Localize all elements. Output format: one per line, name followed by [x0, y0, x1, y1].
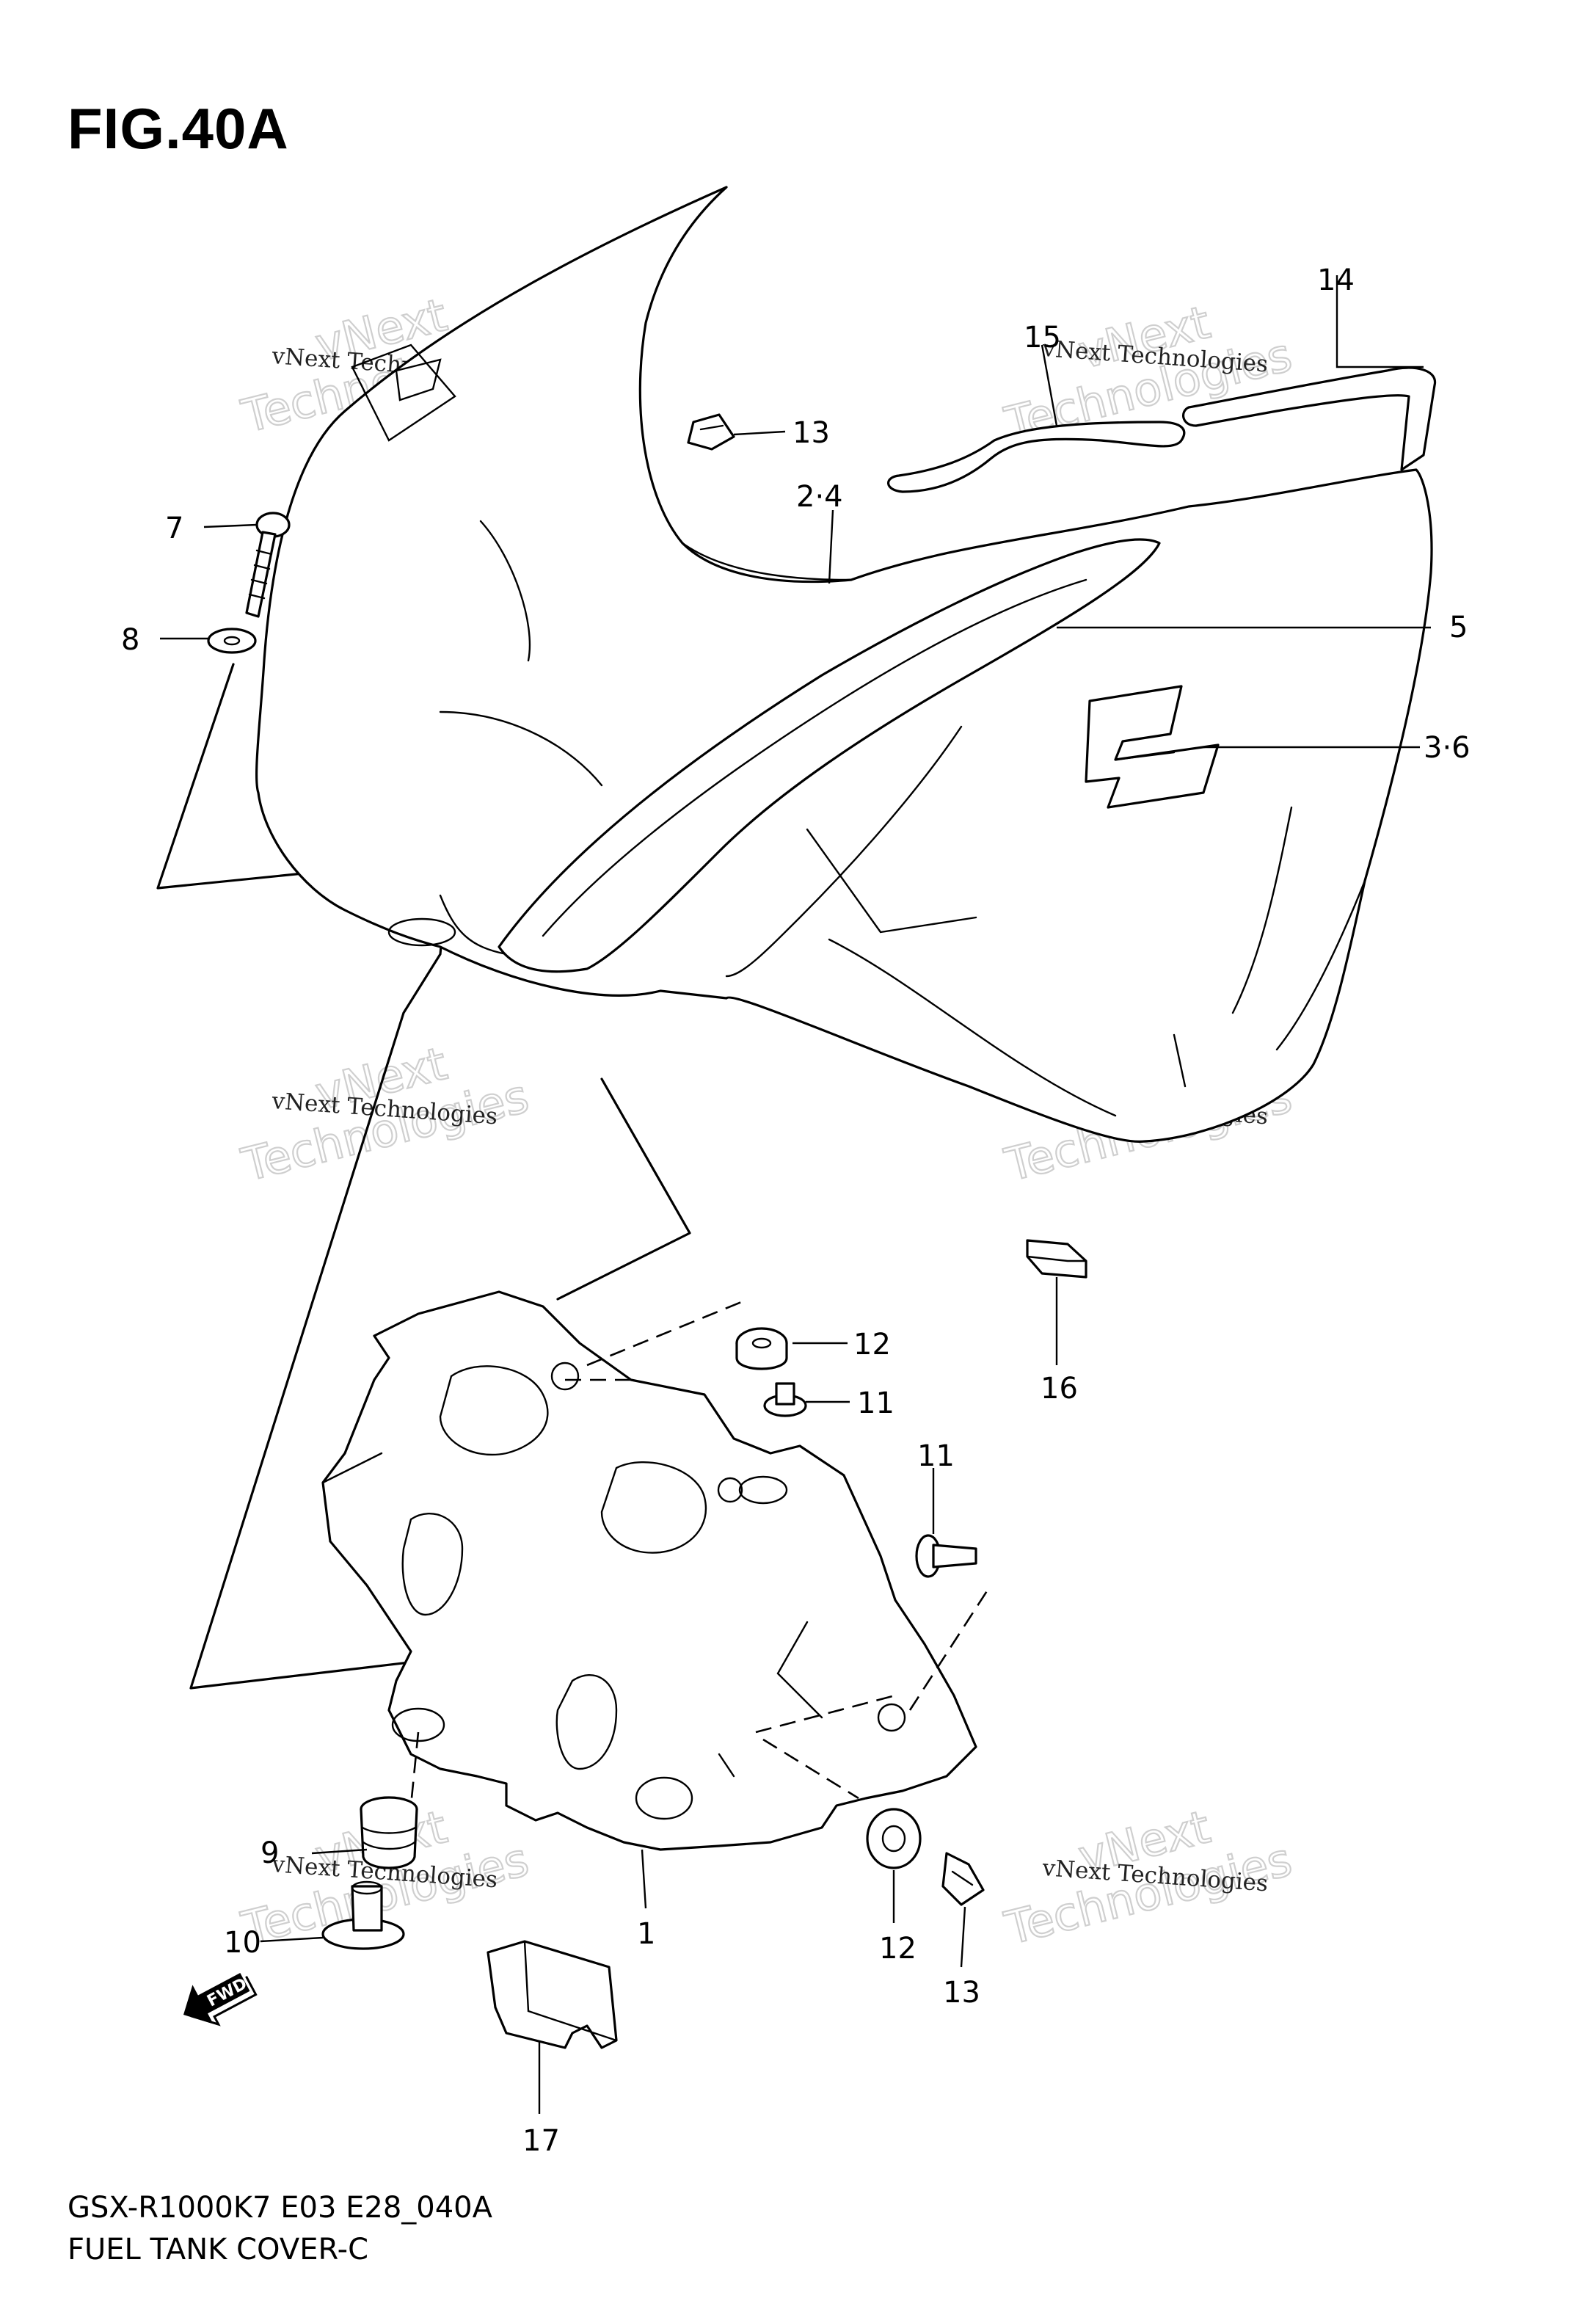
part-inner-frame [321, 1290, 977, 1851]
callout-8: 8 [121, 623, 139, 657]
part-grommet-9 [360, 1796, 418, 1869]
callout-5: 5 [1449, 611, 1468, 644]
callout-11-right: 11 [917, 1439, 955, 1473]
callout-15: 15 [1024, 321, 1061, 355]
part-decal-14 [1182, 366, 1437, 471]
model-code: GSX-R1000K7 E03 E28_040A [68, 2191, 492, 2225]
callout-7: 7 [165, 512, 183, 545]
callout-2-4: 2·4 [796, 480, 843, 514]
callout-14: 14 [1317, 263, 1355, 297]
callout-10: 10 [224, 1926, 261, 1960]
part-screw-11-upper [763, 1382, 807, 1417]
callout-3-6: 3·6 [1424, 731, 1471, 765]
fwd-direction-arrow: FWD [183, 1973, 258, 2026]
leader-lines [160, 275, 1431, 2114]
callout-9: 9 [260, 1836, 279, 1870]
callout-1: 1 [637, 1917, 655, 1951]
part-clip-13-lower [941, 1852, 985, 1906]
callout-16: 16 [1041, 1372, 1078, 1406]
callout-12-upper: 12 [853, 1328, 891, 1362]
part-rubber-block-17 [487, 1940, 618, 2049]
part-screw-11-right [915, 1534, 977, 1578]
part-decal-15 [887, 421, 1186, 493]
assembly-outline-lines [156, 663, 691, 1690]
part-stripe-panel [498, 538, 1161, 1117]
callout-12-lower: 12 [879, 1932, 917, 1966]
callout-11-upper: 11 [857, 1386, 894, 1420]
figure-title: FIG.40A [68, 96, 289, 161]
assembly-dashed-lines [409, 1298, 992, 1806]
part-grommet-12-upper [735, 1327, 788, 1370]
part-grommet-12-lower [866, 1808, 922, 1869]
part-clip-13-top [687, 413, 735, 451]
part-emblem [1085, 685, 1220, 809]
section-name: FUEL TANK COVER-C [68, 2233, 368, 2266]
callout-labels: 7 8 13 2·4 5 3·6 14 15 12 11 11 16 1 12 … [121, 263, 1471, 2158]
part-clip-16 [1026, 1239, 1087, 1279]
callout-13-top: 13 [792, 416, 830, 450]
callout-17: 17 [522, 2124, 560, 2158]
callout-13-lower: 13 [943, 1976, 980, 2010]
part-washer-8 [207, 628, 257, 654]
part-collar-10 [321, 1880, 405, 1950]
